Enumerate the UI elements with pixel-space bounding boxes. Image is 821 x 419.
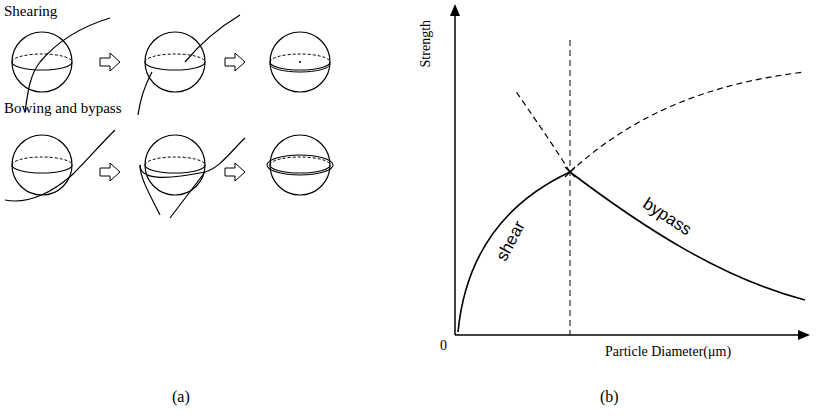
drawing-stroke — [565, 167, 575, 177]
strength-graph — [450, 4, 810, 340]
origin-label: 0 — [440, 338, 447, 353]
drawing-stroke — [170, 172, 205, 218]
drawing-stroke — [570, 40, 571, 335]
drawing-stroke — [270, 64, 330, 72]
axis-title: Strength — [418, 20, 433, 67]
sequence-title: Bowing and bypass — [4, 100, 122, 117]
drawing-stroke — [100, 53, 120, 71]
drawing-stroke — [455, 334, 800, 336]
drawing-stroke — [515, 90, 570, 172]
drawing-stroke — [458, 172, 570, 332]
drawing-stroke — [570, 72, 805, 172]
drawing-stroke — [225, 163, 245, 181]
drawing-stroke — [454, 12, 456, 335]
drawing-stroke — [570, 172, 805, 300]
drawing-stroke — [270, 135, 330, 195]
drawing-stroke — [267, 155, 333, 175]
drawing-stroke — [798, 330, 810, 340]
drawing-stroke — [225, 53, 245, 71]
drawing-stroke — [25, 18, 110, 112]
drawing-stroke — [138, 72, 152, 115]
panel-label: (a) — [172, 388, 190, 406]
drawing-stroke — [299, 61, 301, 63]
drawing-stroke — [270, 32, 330, 92]
bypass-sequence — [5, 130, 333, 218]
drawing-stroke — [140, 165, 160, 215]
curve-label: bypass — [639, 195, 694, 240]
drawing-stroke — [145, 32, 205, 92]
drawing-stroke — [145, 135, 205, 195]
drawing-stroke — [100, 163, 120, 181]
drawing-stroke — [5, 130, 115, 201]
axis-title: Particle Diameter(μm) — [605, 344, 731, 359]
drawing-stroke — [185, 15, 240, 62]
drawing-stroke — [450, 4, 460, 16]
sequence-title: Shearing — [4, 3, 57, 20]
drawing-stroke — [12, 135, 72, 195]
panel-label: (b) — [600, 388, 619, 406]
